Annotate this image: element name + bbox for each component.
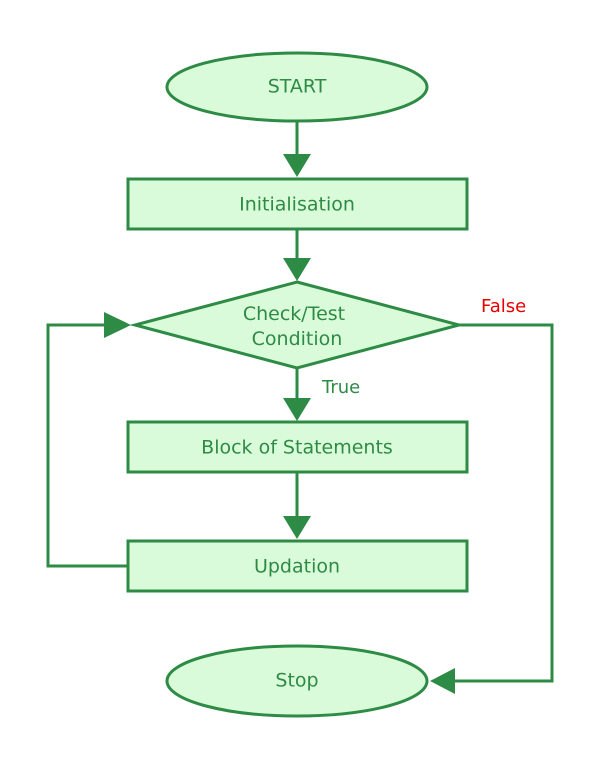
updation-label: Updation <box>254 556 340 578</box>
initialisation-label: Initialisation <box>239 194 355 216</box>
condition-label-line1: Check/Test <box>243 303 345 325</box>
true-edge-label: True <box>321 377 360 398</box>
arrow-initialisation-to-condition <box>283 230 311 281</box>
block-label: Block of Statements <box>201 437 393 459</box>
stop-node: Stop <box>165 644 429 718</box>
start-label: START <box>268 76 327 98</box>
arrow-block-to-updation <box>283 473 311 539</box>
arrow-start-to-initialisation <box>283 122 311 177</box>
condition-node: Check/Test Condition <box>129 280 465 370</box>
condition-label: Check/Test Condition <box>243 303 351 350</box>
arrow-condition-to-block <box>283 369 311 421</box>
block-node: Block of Statements <box>126 420 469 474</box>
updation-node: Updation <box>126 539 469 593</box>
initialisation-node: Initialisation <box>126 177 469 231</box>
arrow-condition-to-stop <box>430 323 554 694</box>
start-node: START <box>165 51 429 123</box>
arrow-updation-loop-back <box>46 312 131 568</box>
false-edge-label: False <box>481 296 526 317</box>
stop-label: Stop <box>275 670 318 692</box>
condition-label-line2: Condition <box>252 328 343 350</box>
